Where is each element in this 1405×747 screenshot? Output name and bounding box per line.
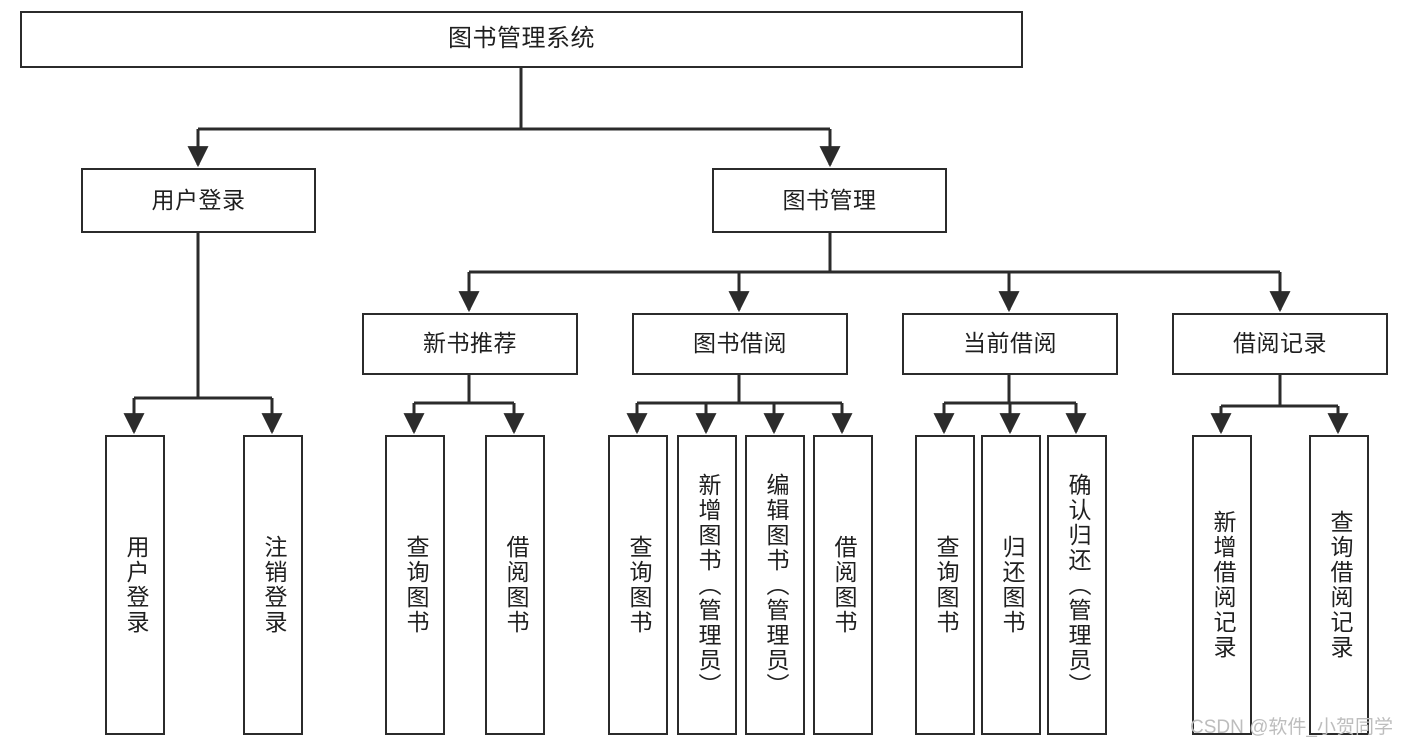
leaf-query-book-1[interactable]: 查询图书 bbox=[385, 435, 445, 735]
leaf-query-book-3[interactable]: 查询图书 bbox=[915, 435, 975, 735]
node-user-login-label: 用户登录 bbox=[151, 186, 246, 213]
node-borrow-record-label: 借阅记录 bbox=[1233, 330, 1327, 357]
leaf-borrow-book-1-label: 借阅图书 bbox=[502, 535, 529, 635]
node-book-borrow[interactable]: 图书借阅 bbox=[632, 313, 848, 375]
leaf-query-record[interactable]: 查询借阅记录 bbox=[1309, 435, 1369, 735]
leaf-borrow-book-1[interactable]: 借阅图书 bbox=[485, 435, 545, 735]
leaf-query-record-label: 查询借阅记录 bbox=[1326, 510, 1353, 660]
leaf-logout-label: 注销登录 bbox=[260, 535, 287, 635]
node-current-borrow[interactable]: 当前借阅 bbox=[902, 313, 1118, 375]
leaf-borrow-book-2-label: 借阅图书 bbox=[830, 535, 857, 635]
leaf-query-book-2-label: 查询图书 bbox=[625, 535, 652, 635]
node-book-borrow-label: 图书借阅 bbox=[693, 330, 787, 357]
node-root-label: 图书管理系统 bbox=[448, 25, 595, 53]
node-user-login[interactable]: 用户登录 bbox=[81, 168, 316, 233]
leaf-query-book-3-label: 查询图书 bbox=[932, 535, 959, 635]
node-book-manage-label: 图书管理 bbox=[782, 186, 877, 213]
leaf-query-book-2[interactable]: 查询图书 bbox=[608, 435, 668, 735]
leaf-query-book-1-label: 查询图书 bbox=[402, 535, 429, 635]
leaf-borrow-book-2[interactable]: 借阅图书 bbox=[813, 435, 873, 735]
node-root[interactable]: 图书管理系统 bbox=[20, 11, 1023, 68]
leaf-user-login[interactable]: 用户登录 bbox=[105, 435, 165, 735]
node-new-book-rec-label: 新书推荐 bbox=[423, 330, 517, 357]
leaf-confirm-return-label: 确认归还（管理员） bbox=[1064, 472, 1091, 698]
leaf-add-book[interactable]: 新增图书（管理员） bbox=[677, 435, 737, 735]
leaf-user-login-label: 用户登录 bbox=[122, 535, 149, 635]
leaf-logout[interactable]: 注销登录 bbox=[243, 435, 303, 735]
node-new-book-rec[interactable]: 新书推荐 bbox=[362, 313, 578, 375]
node-borrow-record[interactable]: 借阅记录 bbox=[1172, 313, 1388, 375]
node-book-manage[interactable]: 图书管理 bbox=[712, 168, 947, 233]
leaf-return-book[interactable]: 归还图书 bbox=[981, 435, 1041, 735]
leaf-add-record[interactable]: 新增借阅记录 bbox=[1192, 435, 1252, 735]
leaf-edit-book-label: 编辑图书（管理员） bbox=[762, 472, 789, 698]
node-current-borrow-label: 当前借阅 bbox=[963, 330, 1057, 357]
leaf-return-book-label: 归还图书 bbox=[998, 535, 1025, 635]
leaf-edit-book[interactable]: 编辑图书（管理员） bbox=[745, 435, 805, 735]
watermark: CSDN @软件_小贺同学 bbox=[1190, 717, 1393, 738]
leaf-add-record-label: 新增借阅记录 bbox=[1209, 510, 1236, 660]
leaf-confirm-return[interactable]: 确认归还（管理员） bbox=[1047, 435, 1107, 735]
leaf-add-book-label: 新增图书（管理员） bbox=[694, 472, 721, 698]
